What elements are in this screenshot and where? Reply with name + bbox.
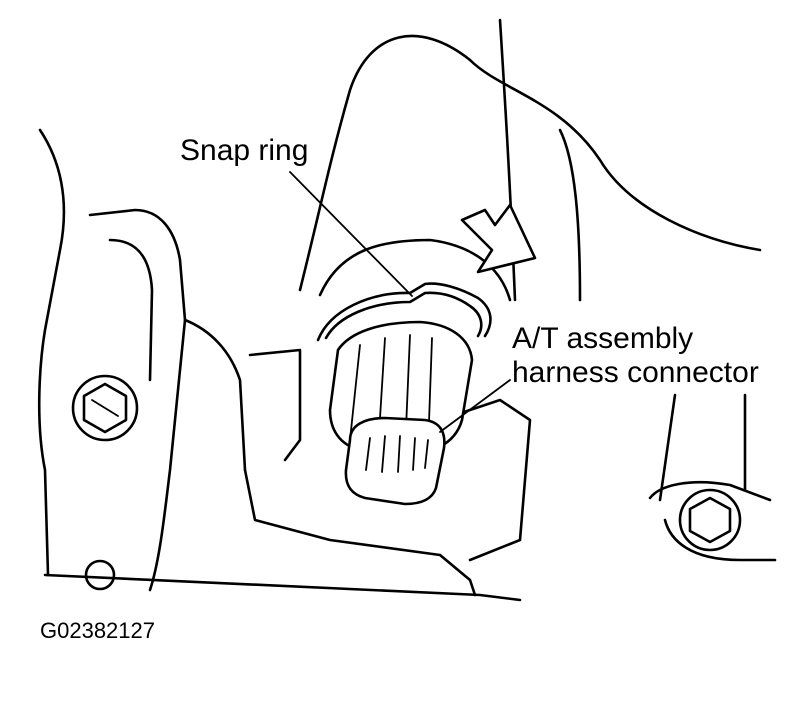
left-web [183, 318, 247, 472]
base-edge [243, 468, 477, 597]
case-rib [558, 128, 582, 302]
arrow-marker [460, 203, 537, 274]
plate-right [438, 398, 532, 562]
boss-outline [318, 238, 512, 302]
snap-ring [316, 282, 492, 342]
right-base [663, 518, 777, 562]
figure-code: G02382127 [40, 618, 155, 643]
left-housing [37, 128, 66, 577]
snap-ring-leader [289, 171, 413, 297]
bolt-right-head [688, 496, 732, 544]
harness-label-line2: harness connector [512, 356, 759, 389]
harness-leader [439, 379, 511, 433]
right-bracket [648, 480, 772, 502]
left-flange-inner [108, 238, 154, 382]
base-hole [84, 559, 116, 591]
snap-ring-label: Snap ring [180, 134, 309, 167]
left-flange [88, 208, 187, 592]
base-line [43, 573, 522, 602]
connector-plug [344, 416, 446, 506]
harness-label-line1: A/T assembly [512, 322, 694, 355]
mid-plate [248, 348, 302, 462]
case-outline-top [298, 34, 472, 292]
snap-ring-inner [324, 291, 483, 340]
harness-connector-label: A/T assembly harness connector [512, 322, 759, 390]
